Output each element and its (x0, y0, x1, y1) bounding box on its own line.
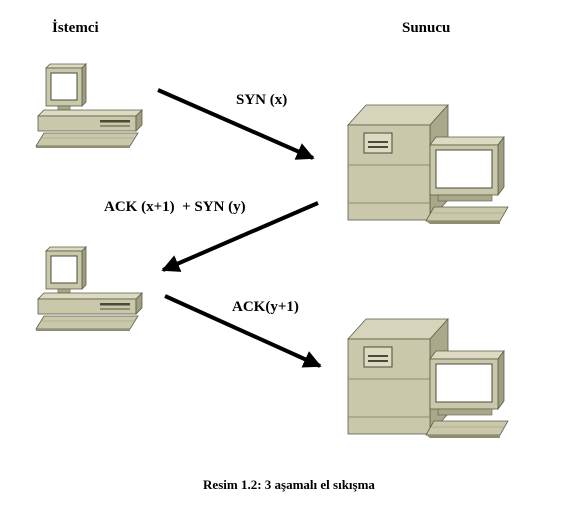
syn-arrow (157, 88, 315, 160)
ack-arrow (164, 294, 322, 368)
server-heading: Sunucu (402, 20, 451, 36)
client-computer-icon (35, 63, 143, 149)
server-computer-icon (347, 318, 509, 439)
ack-syn-arrow (161, 201, 319, 272)
ack-syn-message-label: ACK (x+1) + SYN (y) (104, 199, 246, 215)
figure-caption: Resim 1.2: 3 aşamalı el sıkışma (203, 477, 375, 492)
client-computer-icon (35, 246, 143, 332)
client-heading: İstemci (52, 20, 99, 36)
ack-message-label: ACK(y+1) (232, 299, 299, 315)
server-computer-icon (347, 104, 509, 225)
syn-message-label: SYN (x) (236, 92, 288, 108)
